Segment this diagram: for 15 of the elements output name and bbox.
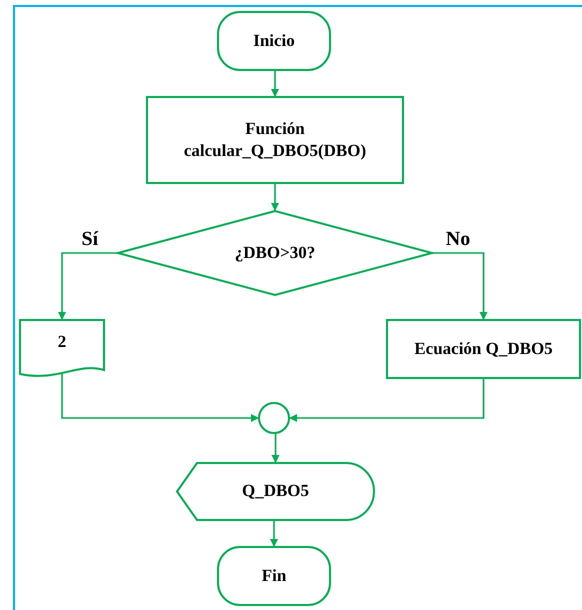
arrow <box>271 70 279 97</box>
node-text: Fin <box>262 564 286 587</box>
node-text: ¿DBO>30? <box>234 242 316 264</box>
node-text: Q_DBO5 <box>242 480 310 502</box>
arrow <box>61 373 259 422</box>
arrow <box>272 433 280 463</box>
arrow <box>289 378 484 422</box>
arrow <box>58 252 118 320</box>
arrow <box>432 252 488 320</box>
node-text: Función calcular_Q_DBO5(DBO) <box>182 118 368 162</box>
arrow <box>271 183 279 211</box>
arrow <box>270 520 278 547</box>
node-text: Inicio <box>253 30 295 52</box>
node-text: 2 <box>58 330 66 353</box>
node-text: Ecuación Q_DBO5 <box>414 338 553 360</box>
